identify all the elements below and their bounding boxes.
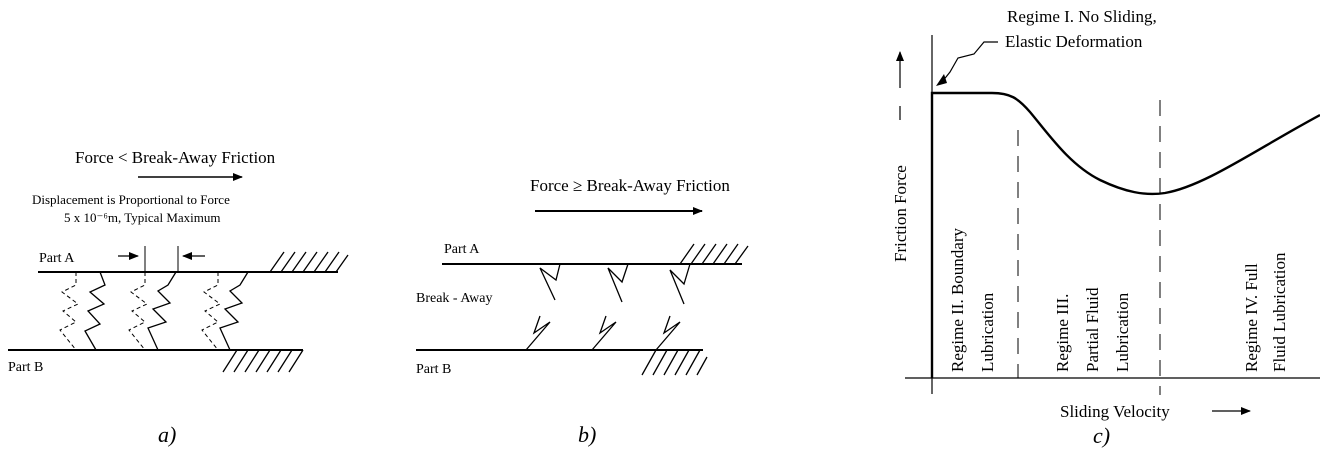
panel-a-part-a-label: Part A [39,251,75,266]
panel-a-note-line1: Displacement is Proportional to Force [32,192,230,207]
friction-curve [930,91,1320,378]
y-axis-label: Friction Force [891,165,910,262]
asperity-spring-3 [219,271,249,351]
undeformed-asperity-2 [128,272,148,351]
regime-4-label-line2: Fluid Lubrication [1270,252,1289,372]
lower-asperity-1 [525,315,551,351]
regime-1-leader [941,41,998,83]
upper-asperity-2 [607,263,629,303]
panel-a-part-b-hatch [222,349,304,373]
lower-asperity-2 [591,315,617,351]
panel-b-part-b-hatch [641,349,708,376]
regime-1-label-line1: Regime I. No Sliding, [1007,7,1157,26]
lower-asperity-3 [655,315,681,351]
panel-a-caption: a) [158,422,176,447]
regime-1-leader-tip [936,74,947,86]
undeformed-asperity-3 [201,272,221,351]
upper-asperity-1 [539,263,561,301]
regime-4-label-line1: Regime IV. Full [1242,263,1261,372]
regime-2-label-line1: Regime II. Boundary [948,228,967,372]
regime-3-label-line2: Partial Fluid [1083,287,1102,372]
panel-b-title: Force ≥ Break-Away Friction [530,176,730,195]
panel-a-part-a-hatch [269,251,349,273]
asperity-spring-2 [147,271,177,351]
panel-b-caption: b) [578,422,596,447]
panel-b-part-b-label: Part B [416,362,451,377]
panel-c: Regime I. No Sliding, Elastic Deformatio… [891,7,1320,448]
panel-a-note-line2: 5 x 10⁻⁶m, Typical Maximum [64,210,220,225]
asperity-spring-1 [84,271,106,351]
panel-b-breakaway-label: Break - Away [416,291,492,306]
panel-b-part-a-hatch [679,243,749,265]
panel-a-title: Force < Break-Away Friction [75,148,276,167]
regime-3-label-line3: Lubrication [1113,292,1132,372]
regime-2-label-line2: Lubrication [978,292,997,372]
regime-3-label-line1: Regime III. [1053,294,1072,372]
panel-b: Force ≥ Break-Away Friction Part A Break… [416,176,749,447]
panel-a-part-b-label: Part B [8,360,43,375]
panel-b-part-a-label: Part A [444,242,480,257]
regime-1-label-line2: Elastic Deformation [1005,32,1143,51]
panel-c-caption: c) [1093,423,1110,448]
x-axis-label: Sliding Velocity [1060,402,1170,421]
panel-a: Force < Break-Away Friction Displacement… [8,148,349,447]
upper-asperity-3 [669,263,691,305]
undeformed-asperity-1 [59,272,79,351]
